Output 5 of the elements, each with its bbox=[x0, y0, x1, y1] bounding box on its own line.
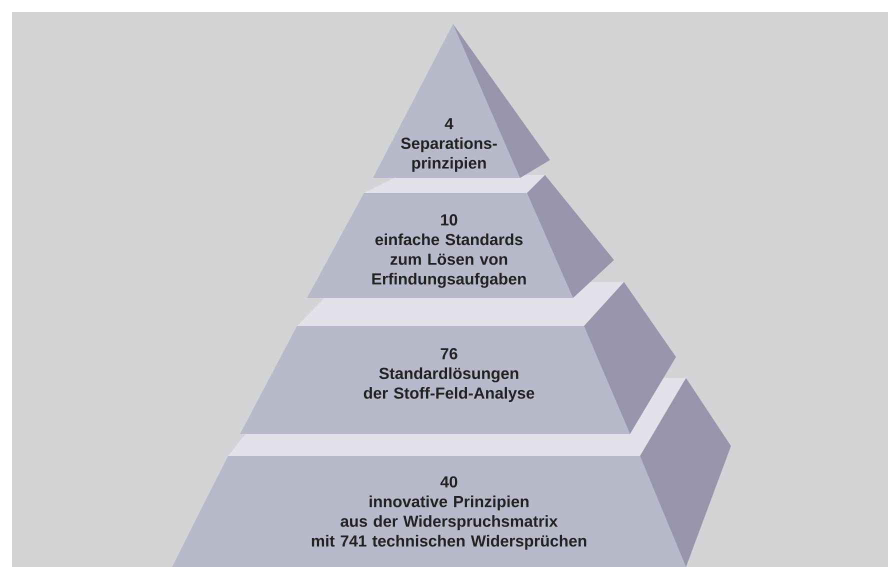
node-label: 76 bbox=[440, 348, 458, 360]
node-label: 40 bbox=[440, 476, 458, 488]
node-label: innovative Prinzipien aus der Widerspruchsmatrix mit 741 technischen Widersprüchen bbox=[312, 495, 586, 550]
pyramid-tier: 4 Separations- prinzipien bbox=[373, 24, 550, 178]
pyramid-tier: 10 einfache Standards zum Lösen von Erfindungsaufgaben bbox=[307, 175, 614, 298]
